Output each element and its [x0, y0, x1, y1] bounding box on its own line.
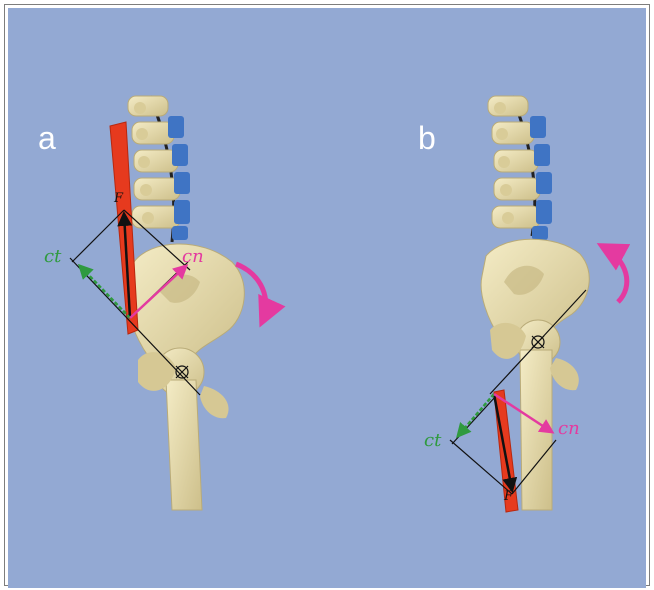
panel-b-ct-label: ct: [424, 430, 442, 451]
panel-a-ct-label: ct: [44, 246, 62, 267]
panel-b-tangential-vector: [458, 394, 494, 436]
panel-b-force-label: F: [503, 489, 514, 504]
panel-b-cn-label: cn: [558, 418, 580, 439]
panel-a-force-label: F: [113, 191, 124, 206]
panel-b-rotation-arrow: [602, 246, 627, 302]
panel-b-skeleton: [481, 96, 589, 510]
panel-a-cn-label: cn: [182, 246, 204, 267]
